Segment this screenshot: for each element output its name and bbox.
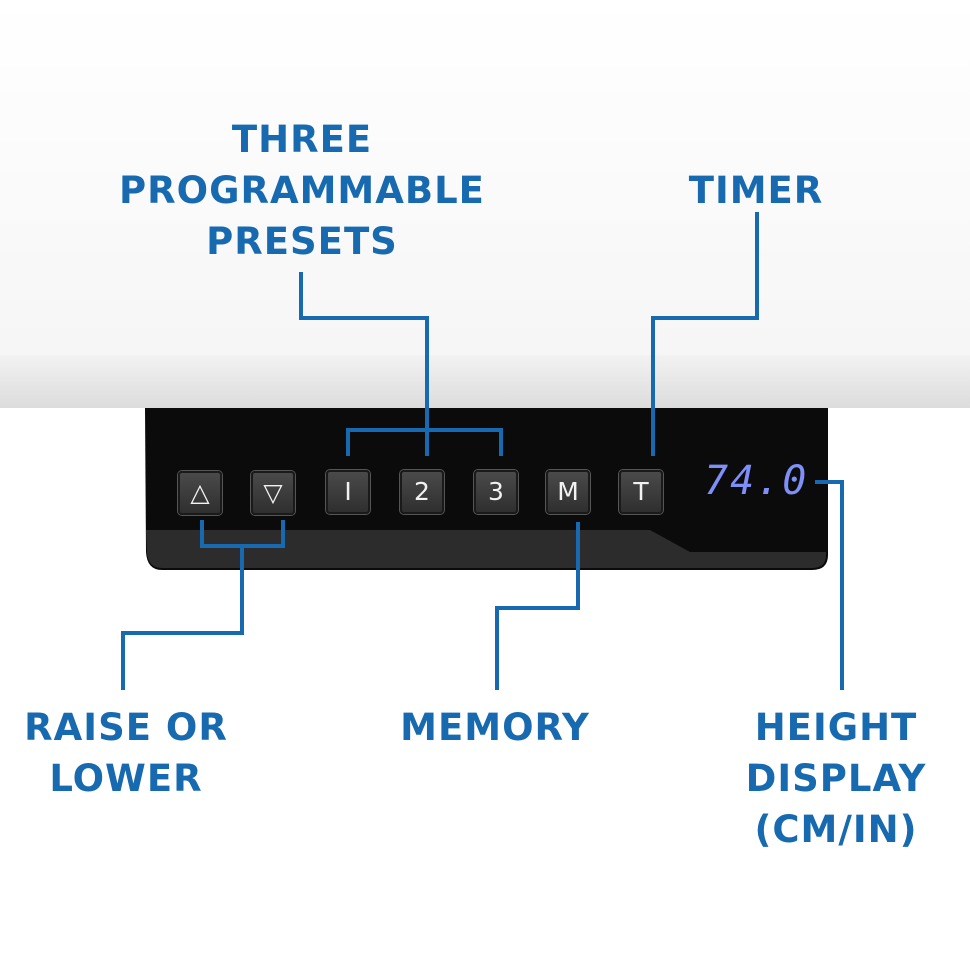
label-line: THREE xyxy=(231,118,373,161)
label-line: PROGRAMMABLE xyxy=(119,169,485,212)
memory-label: MEMORY xyxy=(375,702,615,753)
label-line: TIMER xyxy=(688,169,824,212)
memory-line xyxy=(495,522,580,690)
timer-label: TIMER xyxy=(656,165,856,216)
height-display-label: HEIGHT DISPLAY (CM/IN) xyxy=(720,702,952,855)
timer-button[interactable]: T xyxy=(619,470,663,514)
label-line: LOWER xyxy=(49,757,203,800)
preset-3-button[interactable]: 3 xyxy=(474,470,518,514)
height-display: 74.0 xyxy=(704,458,809,504)
desk-edge xyxy=(0,355,970,408)
label-line: RAISE OR xyxy=(24,706,228,749)
label-line: PRESETS xyxy=(206,220,398,263)
timer-line xyxy=(651,212,759,456)
presets-label: THREE PROGRAMMABLE PRESETS xyxy=(102,114,502,267)
raise-lower-label: RAISE OR LOWER xyxy=(6,702,246,804)
label-line: DISPLAY xyxy=(745,757,927,800)
height-line xyxy=(815,480,844,690)
lower-button[interactable]: ▽ xyxy=(251,471,295,515)
panel-lower-strip xyxy=(146,530,826,568)
preset-2-button[interactable]: 2 xyxy=(400,470,444,514)
raise-lower-line xyxy=(121,546,244,690)
presets-line xyxy=(299,272,429,456)
presets-bracket xyxy=(346,428,503,456)
label-line: HEIGHT xyxy=(754,706,918,749)
preset-1-button[interactable]: I xyxy=(326,470,370,514)
raise-button[interactable]: △ xyxy=(178,471,222,515)
callout-lines xyxy=(121,212,844,690)
memory-button[interactable]: M xyxy=(546,470,590,514)
label-line: (CM/IN) xyxy=(754,808,918,851)
desk-top xyxy=(0,0,970,355)
label-line: MEMORY xyxy=(400,706,590,749)
